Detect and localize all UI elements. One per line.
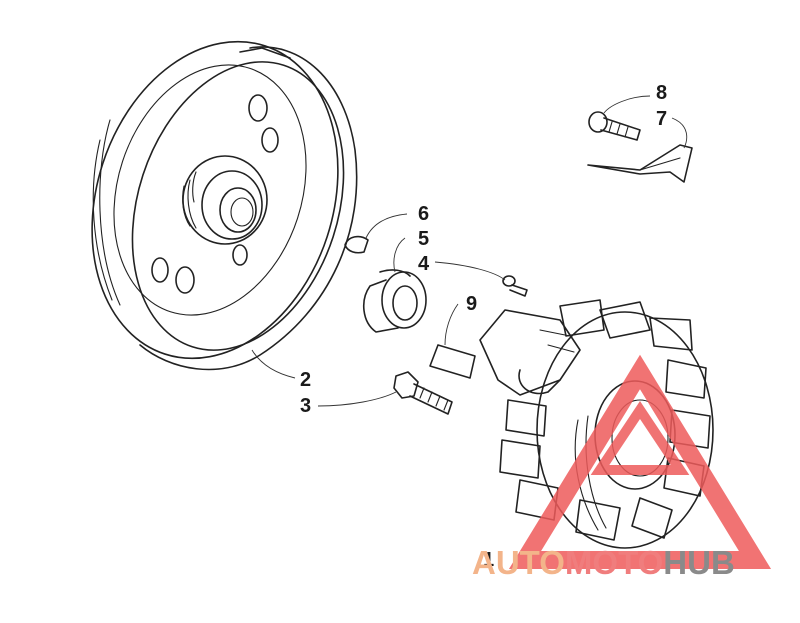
woodruff-key-drawing	[344, 235, 369, 254]
bracket-bolt-drawing	[587, 111, 693, 183]
flywheel-drawing	[91, 40, 358, 371]
callout-7: 7	[656, 108, 667, 130]
callout-labels: 1 2 3 4 5 6 7 8 9	[300, 82, 667, 571]
callout-1: 1	[483, 549, 494, 571]
callout-9: 9	[466, 293, 477, 315]
watermark-hub: HUB	[663, 544, 735, 581]
bolt-drawing	[393, 371, 453, 415]
watermark-moto: MOTO	[565, 544, 663, 581]
callout-3: 3	[300, 395, 311, 417]
watermark-auto: AUTO	[472, 544, 565, 581]
callout-4: 4	[418, 253, 430, 275]
watermark-text: AUTOMOTOHUB	[472, 544, 735, 581]
watermark-triangle	[508, 354, 772, 569]
small-screw-drawing	[502, 275, 528, 297]
callout-2: 2	[300, 369, 311, 391]
pad-drawing	[429, 344, 476, 379]
callout-8: 8	[656, 82, 667, 104]
leader-lines	[251, 95, 688, 407]
callout-6: 6	[418, 203, 429, 225]
watermark-logo	[508, 354, 772, 569]
callout-5: 5	[418, 228, 429, 250]
sleeve-drawing	[363, 269, 427, 333]
